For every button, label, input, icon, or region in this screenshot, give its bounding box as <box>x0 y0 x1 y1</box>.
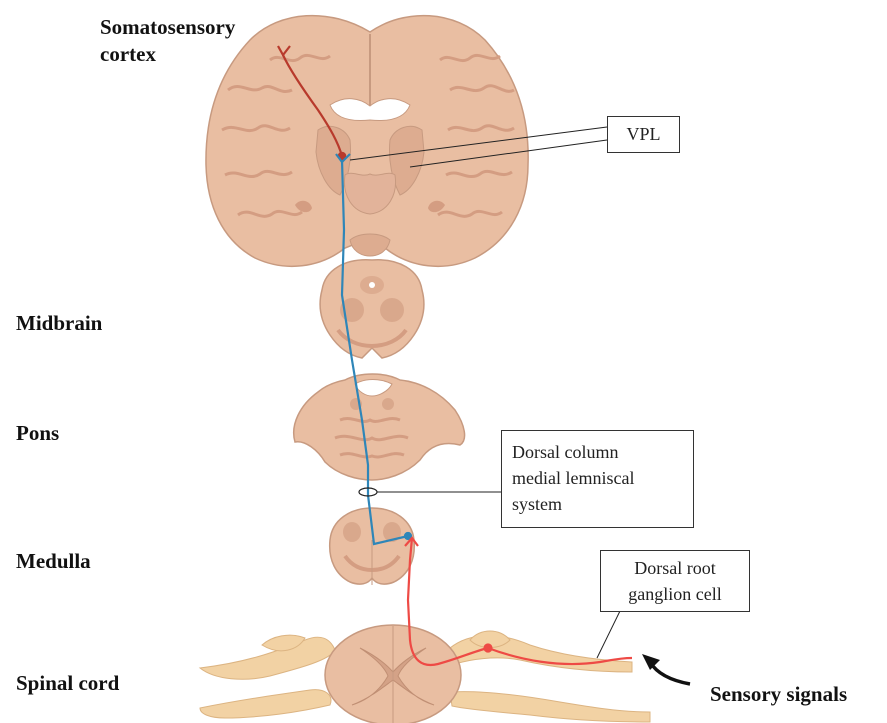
dcml-callout: Dorsal column medial lemniscal system <box>501 430 694 528</box>
spinal-cord-label: Spinal cord <box>16 670 119 697</box>
somatosensory-cortex-label: Somatosensory cortex <box>100 14 235 68</box>
vpl-callout: VPL <box>607 116 680 153</box>
dcml-callout-line2: medial lemniscal <box>512 465 693 491</box>
cerebrum-section <box>206 16 528 267</box>
midbrain-section <box>320 260 424 358</box>
sensory-signals-label: Sensory signals <box>710 681 847 708</box>
medulla-label: Medulla <box>16 548 91 575</box>
dcml-callout-line1: Dorsal column <box>512 439 693 465</box>
drg-callout-line1: Dorsal root <box>601 555 749 581</box>
sensory-arrow-icon <box>642 654 690 684</box>
cortex-label-line2: cortex <box>100 41 235 68</box>
drg-leader-line <box>597 611 620 658</box>
drg-callout: Dorsal root ganglion cell <box>600 550 750 612</box>
spinal-cord-section <box>325 625 461 723</box>
vpl-callout-text: VPL <box>608 121 679 147</box>
cortex-label-line1: Somatosensory <box>100 14 235 41</box>
drg-callout-line2: ganglion cell <box>601 581 749 607</box>
dcml-callout-line3: system <box>512 491 693 517</box>
pons-section <box>294 374 465 480</box>
pons-label: Pons <box>16 420 59 447</box>
midbrain-label: Midbrain <box>16 310 102 337</box>
